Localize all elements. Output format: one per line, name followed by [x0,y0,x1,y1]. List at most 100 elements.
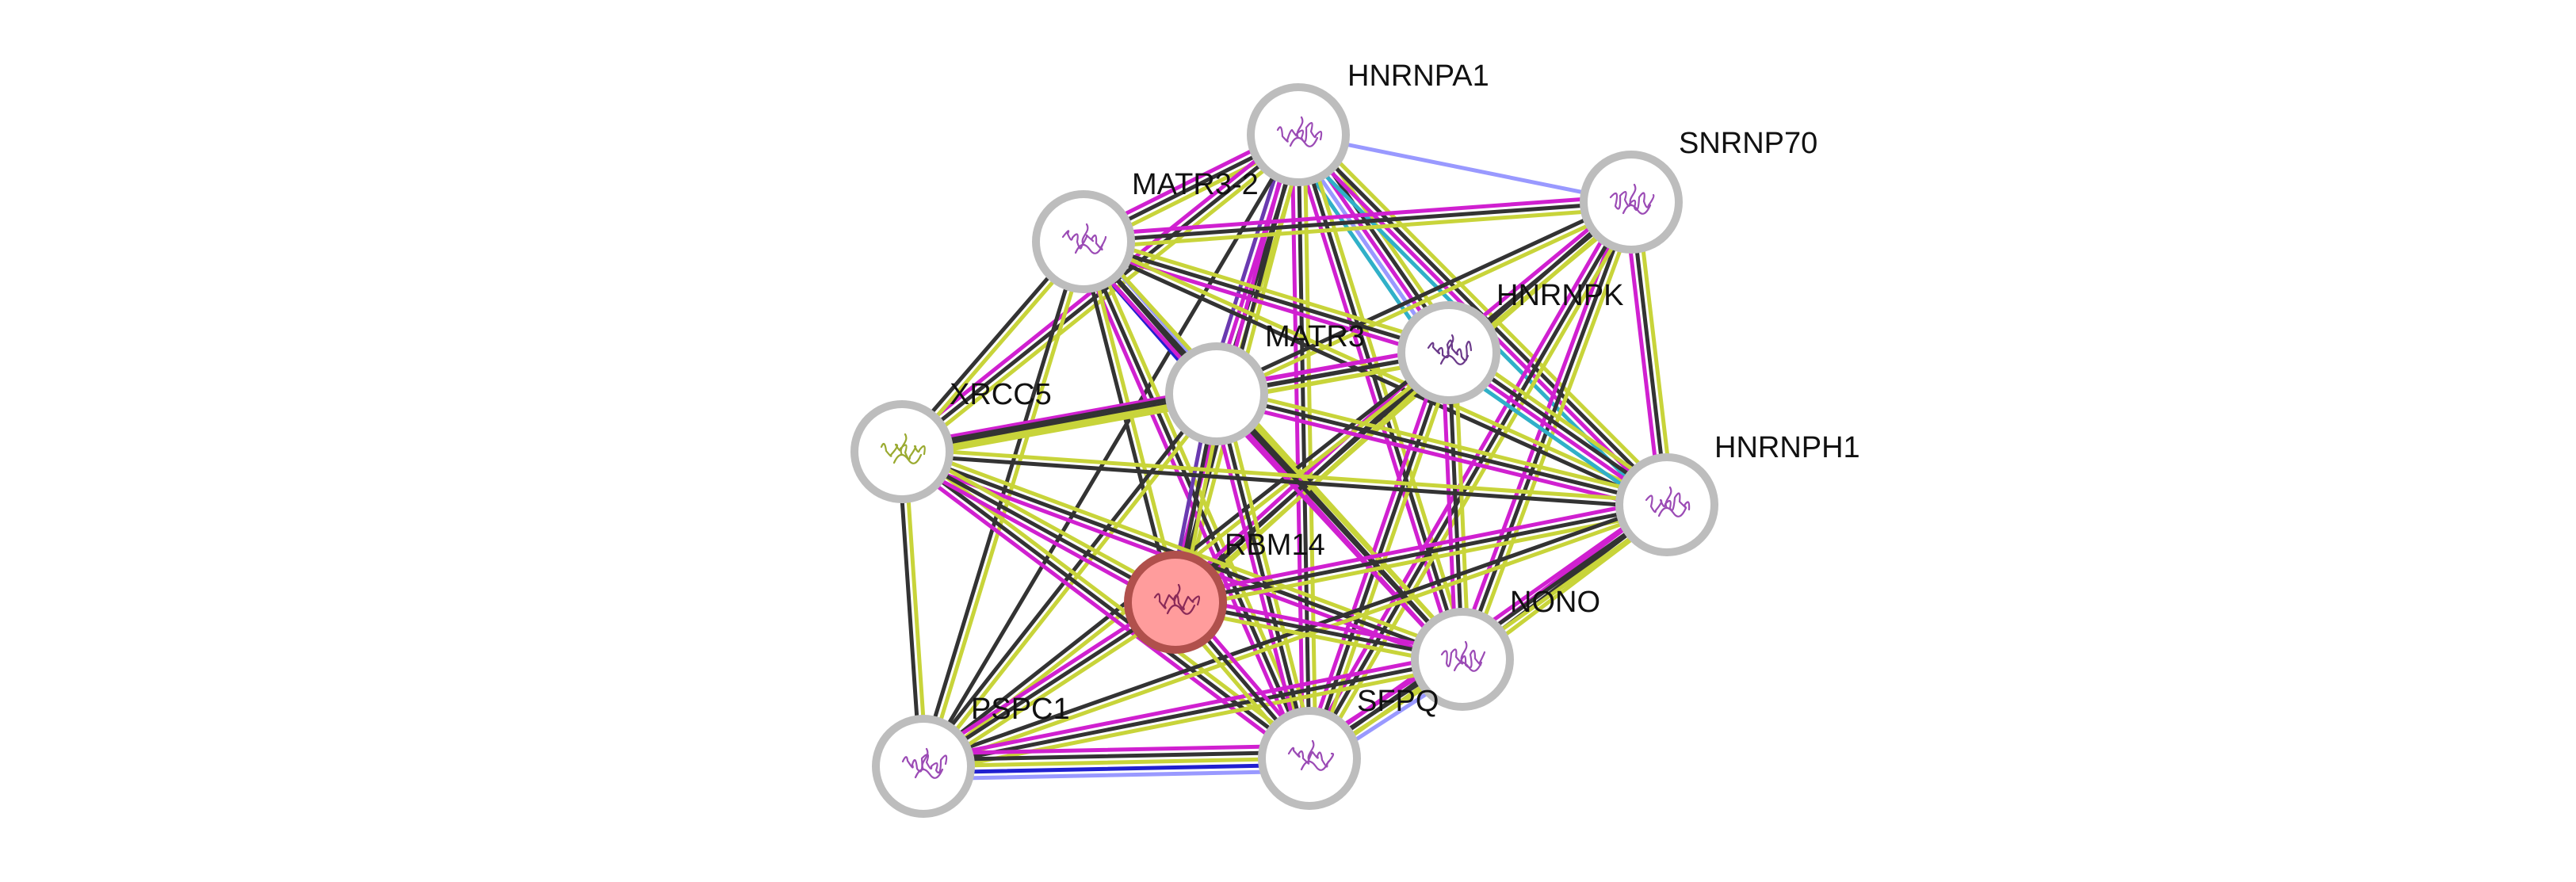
edge-matr3-xrcc5[interactable] [899,388,1220,457]
node-rbm14[interactable]: RBM14 [1124,529,1325,654]
node-label: MATR3-2 [1132,168,1259,201]
node-nono[interactable]: NONO [1411,586,1600,711]
edge-evidence-line [896,449,923,769]
edge-evidence-line [1216,203,1635,399]
edge-evidence-line [1171,496,1668,598]
edge-evidence-line [1313,353,1458,763]
edge-evidence-line [1302,131,1471,660]
edge-evidence-line [921,762,1312,775]
edge-evidence-line [1440,350,1458,662]
node-label: MATR3 [1265,320,1365,353]
edge-snrnp70-matr3-2[interactable] [1080,193,1634,250]
node-label: RBM14 [1225,529,1325,562]
node-label: PSPC1 [971,693,1070,726]
node-label: SFPQ [1357,685,1439,718]
edge-matr3-2-pspc1[interactable] [918,239,1089,769]
edge-hnrnpa1-snrnp70[interactable] [1296,132,1634,204]
edge-evidence-line [921,657,1465,769]
edge-xrcc5-rbm14[interactable] [896,444,1181,610]
edge-evidence-line [1307,200,1634,761]
protein-structure-icon [1061,223,1107,254]
protein-node-circle[interactable] [850,400,954,503]
protein-structure-icon [1440,640,1486,672]
edges-layer [896,125,1676,781]
edge-evidence-line [1080,193,1633,238]
edge-evidence-line [903,444,1181,599]
edge-evidence-line [1078,240,1175,605]
edge-evidence-line [924,240,1089,769]
edge-evidence-line [904,137,1305,459]
protein-structure-icon [1609,183,1655,215]
node-label: NONO [1510,586,1600,619]
edge-evidence-line [903,449,929,769]
node-label: HNRNPK [1496,279,1623,312]
edge-hnrnph1-rbm14[interactable] [1171,496,1671,611]
edge-evidence-line [900,395,1220,457]
edge-evidence-line [1213,197,1632,393]
edge-snrnp70-matr3[interactable] [1213,197,1635,399]
node-label: SNRNP70 [1679,127,1817,160]
node-hnrnpa1[interactable]: HNRNPA1 [1247,59,1489,186]
edge-sfpq-pspc1[interactable] [921,743,1312,781]
node-matr3[interactable]: MATR3 [1165,320,1365,445]
node-label: HNRNPA1 [1347,59,1489,93]
edge-evidence-line [1081,239,1451,355]
protein-structure-icon [1645,486,1691,517]
edge-evidence-line [1080,242,1668,510]
node-sfpq[interactable]: SFPQ [1258,685,1439,810]
edge-evidence-line [1214,391,1669,507]
node-label: XRCC5 [950,378,1052,411]
edge-evidence-line [1083,233,1453,349]
edge-evidence-line [1216,385,1671,501]
edge-evidence-line [918,239,1083,768]
edge-nono-pspc1[interactable] [919,651,1466,775]
edge-evidence-line [922,506,1670,772]
node-matr3-2[interactable]: MATR3-2 [1032,168,1259,293]
edge-evidence-line [900,449,1178,605]
edge-evidence-line [1175,509,1671,611]
query-protein-node-circle[interactable] [1124,551,1227,654]
edge-hnrnpa1-pspc1[interactable] [921,132,1301,769]
edge-evidence-line [921,743,1312,756]
node-pspc1[interactable]: PSPC1 [872,693,1070,818]
protein-structure-icon [1153,583,1201,615]
edge-evidence-line [1219,388,1470,658]
edge-hnrnpa1-sfpq[interactable] [1290,132,1318,761]
edge-evidence-line [1214,391,1465,662]
edge-evidence-line [919,651,1463,762]
edge-evidence-line [1296,132,1312,761]
edge-evidence-line [921,132,1301,769]
edge-evidence-line [1301,197,1628,758]
node-hnrnpk[interactable]: HNRNPK [1397,279,1623,404]
protein-node-circle[interactable] [1615,453,1718,556]
edge-evidence-line [1213,398,1668,514]
edge-evidence-line [900,446,1669,504]
edge-evidence-line [902,443,1467,655]
protein-structure-icon [901,747,948,779]
edge-snrnp70-sfpq[interactable] [1301,197,1639,764]
edge-evidence-line [921,750,1312,762]
protein-node-circle[interactable] [1165,342,1268,445]
edge-evidence-line [1173,502,1669,605]
edge-evidence-line [1290,132,1305,761]
protein-structure-icon [1276,116,1323,147]
edge-evidence-line [900,452,1669,510]
node-label: HNRNPH1 [1714,431,1860,464]
edge-evidence-line [1466,202,1640,664]
protein-structure-icon [1427,334,1473,365]
protein-node-circle[interactable] [1247,83,1350,186]
edge-evidence-line [1081,200,1634,244]
edge-evidence-line [1296,132,1465,662]
edge-evidence-line [921,769,1312,781]
edge-xrcc5-hnrnph1[interactable] [900,446,1669,510]
edge-xrcc5-pspc1[interactable] [896,449,929,769]
protein-node-circle[interactable] [872,715,975,818]
edge-matr3-hnrnph1[interactable] [1213,385,1671,514]
node-hnrnph1[interactable]: HNRNPH1 [1615,431,1860,556]
node-snrnp70[interactable]: SNRNP70 [1580,127,1817,254]
protein-structure-icon [1287,739,1335,771]
edge-matr3-nono[interactable] [1210,388,1470,666]
node-xrcc5[interactable]: XRCC5 [850,378,1052,503]
